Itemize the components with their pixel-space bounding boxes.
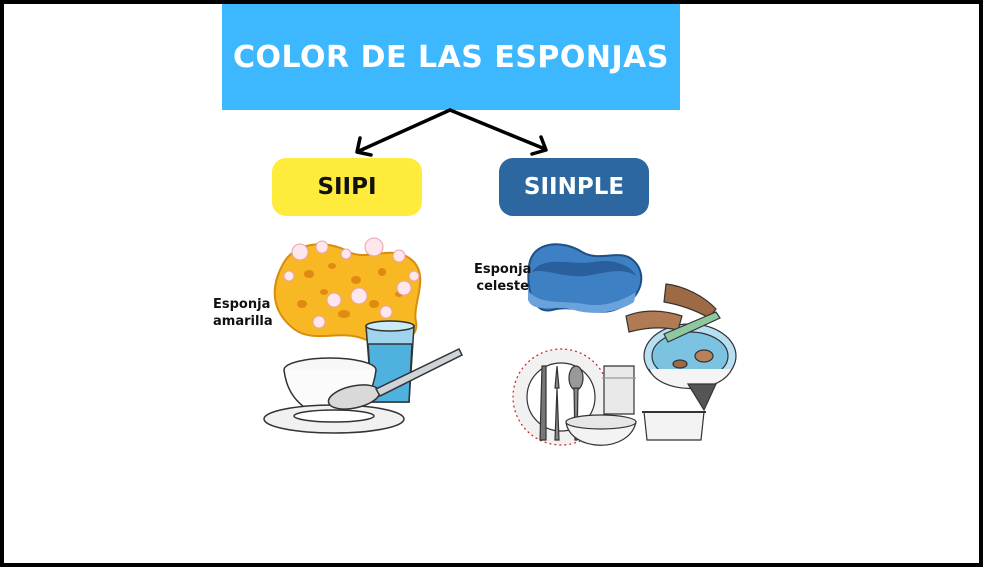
- blue-sponge-icon: [527, 243, 643, 313]
- branch-siipi: SIIPI: [272, 158, 422, 216]
- dishes-utensils-icon: [512, 348, 717, 446]
- branch-arrows: [355, 108, 548, 157]
- caption-esponja-celeste: Esponja celeste: [474, 261, 531, 295]
- branch-siinple: SIINPLE: [499, 158, 649, 216]
- caption-celeste-line2: celeste: [476, 279, 529, 294]
- yellow-sponge-icon: [273, 237, 422, 345]
- arrow-right-head: [530, 135, 548, 156]
- washing-hands-icon: [625, 283, 737, 390]
- branch-siipi-label: SIIPI: [317, 174, 377, 200]
- arrow-left-head: [355, 136, 373, 157]
- bowl-spoon-glass-icon: [263, 320, 464, 434]
- diagram-title: COLOR DE LAS ESPONJAS: [232, 39, 670, 75]
- caption-celeste-line1: Esponja: [474, 262, 532, 277]
- caption-esponja-amarilla: Esponja amarilla: [213, 296, 273, 330]
- title-box: COLOR DE LAS ESPONJAS: [222, 4, 680, 110]
- branch-siinple-label: SIINPLE: [523, 174, 625, 200]
- arrow-left: [357, 108, 452, 153]
- diagram-art: [263, 108, 737, 446]
- diagram-canvas: COLOR DE LAS ESPONJAS: [4, 4, 979, 563]
- caption-amarilla-line2: amarilla: [213, 314, 273, 329]
- arrow-right: [448, 108, 547, 151]
- caption-amarilla-line1: Esponja: [213, 297, 271, 312]
